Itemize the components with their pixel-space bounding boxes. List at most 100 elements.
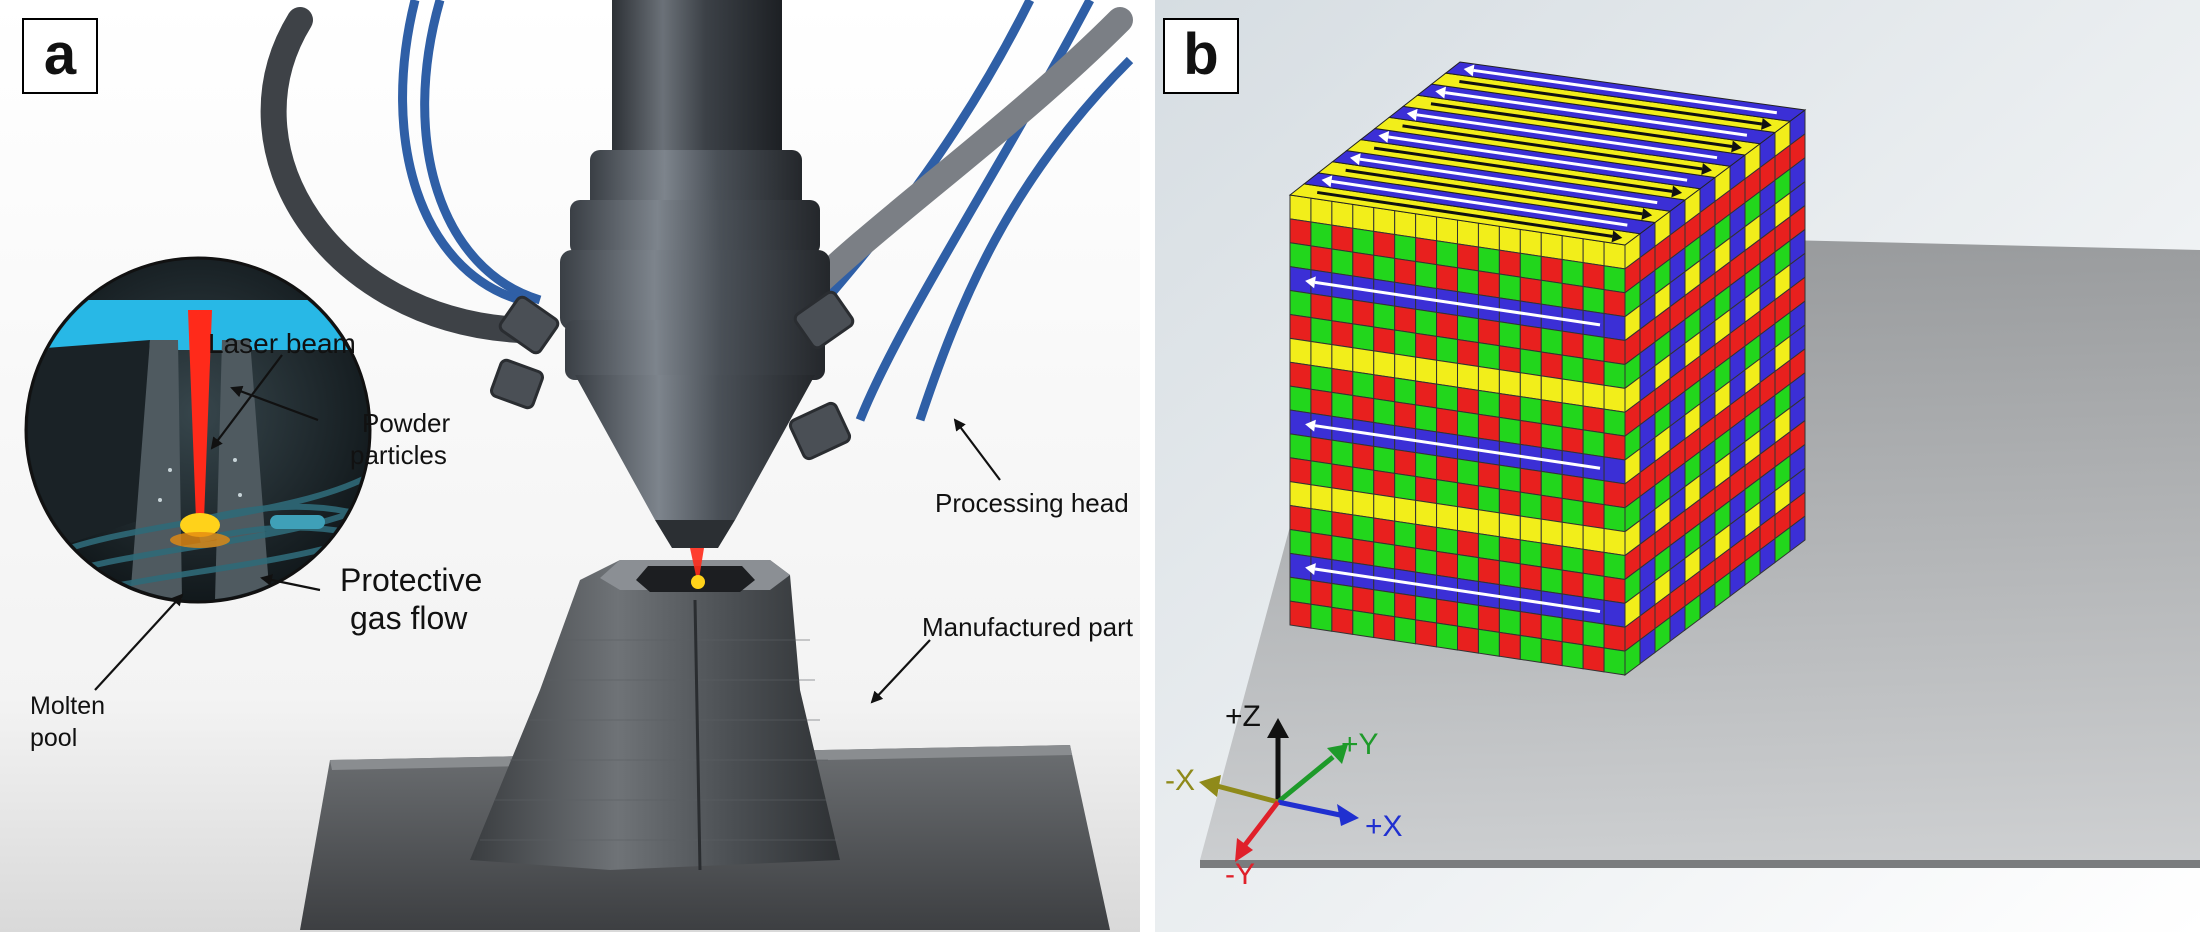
front-face-cell	[1519, 396, 1542, 425]
scan-arrow-forward	[1430, 102, 1733, 148]
front-face-cell	[1394, 257, 1417, 286]
front-scan-arrow-head	[1305, 276, 1316, 289]
front-face-cell	[1310, 436, 1333, 465]
front-face-cell	[1457, 243, 1479, 272]
front-face-cell	[1415, 213, 1438, 242]
front-face-cell	[1540, 423, 1563, 452]
front-face-cell	[1603, 241, 1626, 270]
panel-letter-b: b	[1163, 18, 1239, 94]
front-face-cell	[1310, 364, 1333, 393]
front-face-cell	[1582, 357, 1605, 386]
front-face-cell	[1603, 408, 1626, 437]
front-face-cell	[1457, 601, 1479, 630]
front-face-cell	[1331, 391, 1354, 420]
front-face-cell	[1352, 490, 1375, 519]
scan-arrow-back-head	[1435, 86, 1446, 99]
front-face-cell	[1519, 276, 1542, 305]
scan-arrow-forward	[1459, 80, 1763, 126]
label-protective-2: gas flow	[350, 600, 468, 636]
front-face-cell	[1310, 293, 1333, 322]
front-face-cell	[1457, 314, 1479, 344]
front-face-cell	[1519, 419, 1542, 449]
layered-cube	[1288, 61, 1807, 676]
front-face-cell	[1603, 623, 1626, 652]
front-face-cell	[1561, 235, 1584, 264]
front-face-cell	[1289, 385, 1312, 414]
front-face-cell	[1498, 273, 1521, 302]
front-face-cell	[1457, 482, 1479, 511]
axis-plus-y	[1276, 755, 1335, 804]
front-face-cell	[1289, 194, 1312, 223]
scan-arrow-forward-head	[1701, 163, 1712, 175]
front-face-cell	[1373, 398, 1396, 427]
front-face-cell	[1519, 252, 1542, 281]
front-face-cell	[1331, 487, 1354, 516]
front-face-cell	[1373, 350, 1396, 379]
front-face-cell	[1289, 528, 1312, 558]
scan-arrow-forward	[1345, 168, 1643, 216]
front-face-cell	[1310, 460, 1333, 489]
axis-label-plus-y: +Y	[1341, 728, 1379, 761]
front-face-cell	[1582, 620, 1605, 649]
axis-label-plus-z: +Z	[1225, 700, 1261, 733]
label-powder-1: Powder	[362, 408, 451, 438]
front-face-cell	[1561, 330, 1584, 359]
front-face-cell	[1394, 592, 1417, 621]
front-face-cell	[1498, 369, 1521, 398]
front-face-cell	[1352, 347, 1375, 376]
front-face-cell	[1561, 282, 1584, 311]
scan-arrow-forward-head	[1731, 140, 1742, 153]
front-face-cell	[1519, 634, 1542, 664]
front-face-cell	[1310, 388, 1333, 417]
laser-beam	[690, 548, 704, 585]
front-face-cell	[1477, 509, 1500, 538]
label-laser-beam: Laser beam	[208, 328, 356, 359]
scan-arrow-forward-head	[1611, 230, 1623, 243]
scan-arrow-forward-head	[1761, 118, 1772, 130]
front-face-cell	[1331, 463, 1354, 492]
front-face-cell	[1540, 351, 1563, 380]
front-face-cell	[1310, 316, 1333, 346]
front-face-cell	[1331, 439, 1354, 468]
front-face-cell	[1477, 628, 1500, 657]
front-face-cell	[1373, 469, 1396, 498]
front-face-cell	[1289, 218, 1312, 247]
scan-strategy-diagram	[1155, 0, 2200, 932]
front-face-cell	[1331, 606, 1354, 635]
ded-process-illustration	[0, 0, 1140, 932]
label-manufactured-part: Manufactured part	[922, 612, 1134, 642]
scan-arrow-back-head	[1321, 175, 1333, 188]
front-face-cell	[1498, 560, 1521, 589]
front-face-cell	[1603, 480, 1626, 509]
scan-arrow-forward-head	[1671, 185, 1683, 198]
front-face-cell	[1561, 354, 1584, 383]
front-face-cell	[1436, 550, 1458, 579]
front-face-cell	[1352, 586, 1375, 615]
front-face-cell	[1498, 631, 1521, 660]
scan-arrow-back	[1359, 157, 1658, 205]
front-face-cell	[1477, 389, 1500, 418]
front-face-cell	[1540, 518, 1563, 547]
scan-arrow-forward-head	[1641, 207, 1653, 220]
front-face-cell	[1436, 407, 1458, 436]
front-face-cell	[1519, 515, 1542, 544]
front-face-cell	[1561, 521, 1584, 550]
panel-letter-a: a	[22, 18, 98, 94]
front-face-cell	[1373, 541, 1396, 570]
front-face-cell	[1603, 265, 1626, 294]
front-face-cell	[1498, 488, 1521, 517]
front-face-cell	[1519, 491, 1542, 520]
front-face-cell	[1540, 566, 1563, 595]
front-face-cell	[1561, 641, 1584, 670]
front-face-cell	[1373, 374, 1396, 403]
front-face-cell	[1582, 524, 1605, 554]
front-face-cell	[1477, 270, 1500, 299]
front-face-cell	[1289, 600, 1312, 629]
scan-arrow-back	[1473, 68, 1778, 115]
front-face-cell	[1394, 472, 1417, 501]
front-face-cell	[1519, 611, 1542, 640]
front-face-cell	[1331, 367, 1354, 397]
front-face-cell	[1498, 416, 1521, 445]
front-face-cell	[1603, 527, 1626, 557]
axis-label-plus-x: +X	[1365, 810, 1403, 843]
